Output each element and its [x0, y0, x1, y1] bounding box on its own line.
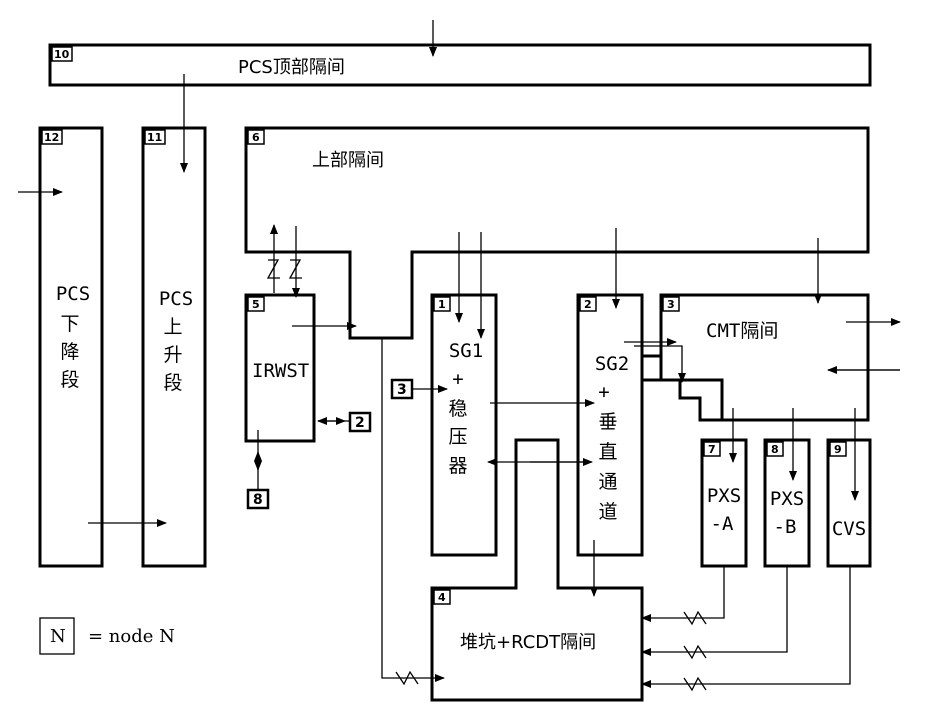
legend-text: = node N	[88, 626, 175, 647]
node-1-line-1: SG1	[449, 340, 483, 362]
node-2-line-6: 道	[598, 501, 617, 523]
node-1-line-3: 稳	[448, 398, 467, 420]
node-6-number: 6	[252, 131, 260, 144]
node-2-sg2-channel: 2 SG2 + 垂 直 通 道	[576, 293, 644, 557]
node-10-label: PCS顶部隔间	[238, 57, 345, 78]
node-12-number: 12	[44, 131, 59, 144]
node-8-line-2: -B	[774, 516, 797, 538]
node-1-line-4: 压	[448, 426, 467, 448]
node-4-reactor-cavity: 4 堆坑+RCDT隔间	[430, 438, 644, 702]
node-11-line-3: 升	[163, 344, 182, 366]
legend: N = node N	[39, 617, 175, 655]
node-12-line-2: 下	[60, 313, 79, 335]
node-5-number: 5	[252, 298, 260, 311]
ref-node-2-number: 2	[355, 415, 365, 431]
node-9-label: CVS	[832, 518, 866, 540]
node-12-line-1: PCS	[56, 283, 90, 305]
node-1-sg1-pressurizer: 1 SG1 + 稳 压 器	[430, 293, 498, 557]
node-12-pcs-downcomer: 12 PCS 下 降 段	[38, 126, 104, 568]
node-1-number: 1	[438, 298, 446, 311]
node-3-label: CMT隔间	[706, 320, 778, 342]
node-11-pcs-riser: 11 PCS 上 升 段	[141, 126, 207, 568]
node-3-number: 3	[667, 298, 675, 311]
node-9-cvs: 9 CVS	[826, 438, 872, 568]
node-11-line-1: PCS	[159, 288, 193, 310]
node-12-line-4: 段	[60, 369, 79, 391]
node-2-line-2: +	[598, 381, 609, 403]
node-11-line-2: 上	[163, 316, 182, 338]
ref-node-2: 2	[348, 411, 372, 433]
flow-paths	[18, 20, 901, 692]
node-10-pcs-top: 10 PCS顶部隔间	[48, 43, 872, 87]
node-12-line-3: 降	[60, 341, 79, 363]
node-7-number: 7	[708, 443, 716, 456]
node-1-line-5: 器	[448, 455, 467, 477]
node-11-number: 11	[147, 131, 162, 144]
node-1-line-2: +	[452, 368, 463, 390]
node-2-line-1: SG2	[595, 353, 629, 375]
node-2-line-4: 直	[598, 441, 617, 463]
node-9-number: 9	[834, 443, 842, 456]
node-6-label: 上部隔间	[312, 150, 384, 171]
node-11-line-4: 段	[163, 372, 182, 394]
node-2-line-3: 垂	[598, 411, 617, 433]
node-6-upper-compartment: 6 上部隔间	[244, 126, 870, 340]
ref-node-8: 8	[246, 488, 270, 510]
node-3-cmt-compartment: 3 CMT隔间	[659, 293, 870, 422]
node-7-line-1: PXS	[707, 485, 741, 507]
node-10-number: 10	[54, 48, 70, 61]
node-7-pxs-a: 7 PXS -A	[700, 438, 748, 568]
node-5-irwst: 5 IRWST	[244, 293, 316, 443]
node-4-number: 4	[438, 591, 446, 604]
node-5-label: IRWST	[252, 360, 309, 382]
legend-symbol: N	[50, 626, 66, 647]
node-8-number: 8	[771, 443, 779, 456]
node-7-line-2: -A	[711, 513, 734, 535]
ref-node-8-number: 8	[253, 492, 263, 508]
channel-lines	[642, 354, 722, 422]
node-2-line-5: 通	[598, 471, 617, 493]
node-8-line-1: PXS	[770, 488, 804, 510]
node-2-number: 2	[584, 298, 592, 311]
node-4-label: 堆坑+RCDT隔间	[460, 632, 596, 653]
ref-node-3: 3	[390, 378, 414, 400]
ref-node-3-number: 3	[397, 382, 407, 398]
node-8-pxs-b: 8 PXS -B	[763, 438, 811, 568]
